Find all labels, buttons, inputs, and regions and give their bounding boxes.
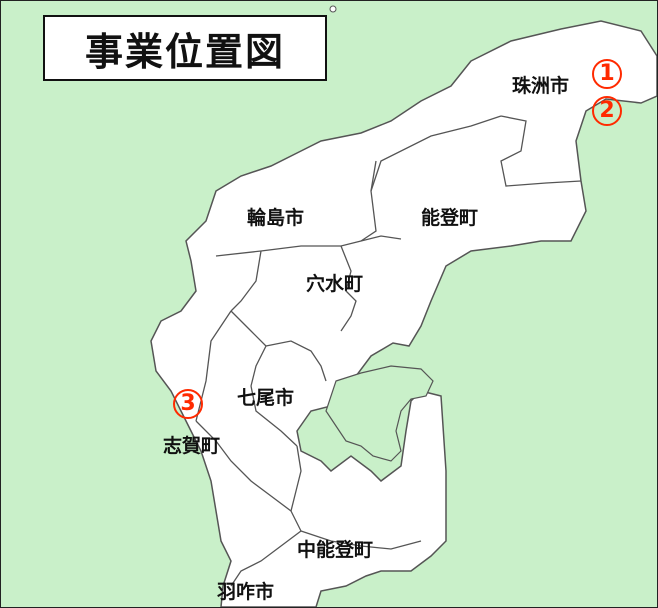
label-anamizu: 穴水町	[306, 273, 364, 295]
bay-water	[325, 365, 434, 462]
label-suzu: 珠洲市	[512, 75, 570, 97]
label-wajima: 輪島市	[247, 207, 305, 229]
site-marker-2[interactable]: 2	[592, 96, 622, 126]
site-marker-3[interactable]: 3	[173, 389, 203, 419]
label-noto: 能登町	[421, 207, 479, 229]
label-nanao: 七尾市	[237, 387, 295, 409]
label-hakui: 羽咋市	[217, 581, 275, 603]
map-title: 事業位置図	[43, 15, 327, 81]
label-shika: 志賀町	[163, 435, 221, 457]
land-peninsula	[150, 20, 657, 607]
site-marker-1[interactable]: 1	[592, 59, 622, 89]
label-nakanoto: 中能登町	[297, 539, 374, 561]
